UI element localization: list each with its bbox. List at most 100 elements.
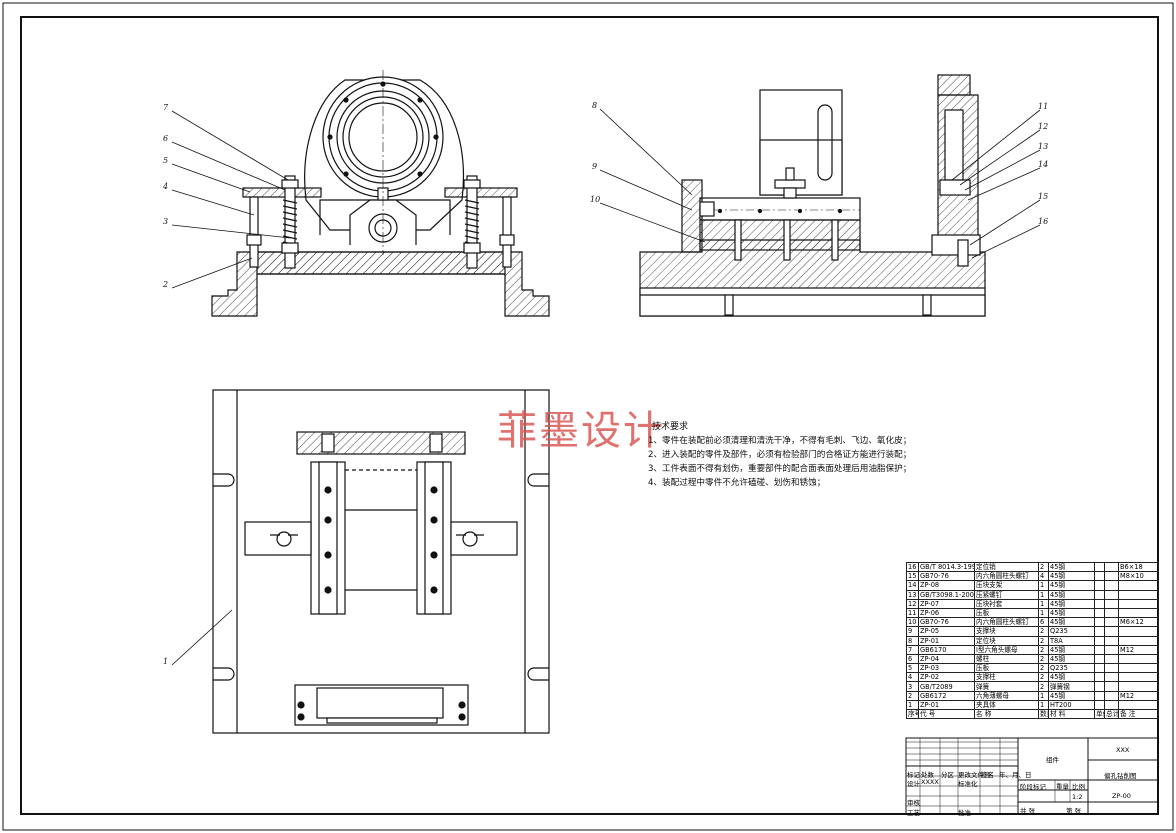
bom-cell-qty: 4	[1038, 571, 1049, 582]
bom-cell-code: ZP-01	[918, 635, 975, 646]
bom-cell-unit	[1094, 580, 1105, 591]
bom-cell-qty: 1	[1038, 607, 1049, 619]
bom-cell-unit	[1094, 663, 1105, 674]
change-doc-label: 更改文件号	[958, 771, 991, 779]
bom-cell-total	[1104, 607, 1119, 619]
callout-number: 9	[592, 162, 598, 171]
review-label: 审核	[907, 799, 920, 807]
bom-cell-no: 1	[906, 699, 919, 711]
bom-header-cell: 代 号	[918, 708, 975, 720]
bom-cell-no: 15	[906, 571, 919, 582]
bom-header-cell: 备 注	[1118, 708, 1159, 720]
front-view	[211, 70, 550, 317]
bom-cell-unit	[1094, 653, 1105, 665]
bom-cell-name: 螺柱	[974, 653, 1039, 665]
bom-cell-material: 45钢	[1048, 672, 1095, 683]
bom-cell-name: 内六角圆柱头螺钉	[974, 571, 1039, 582]
sheet-label: 第 张	[1066, 807, 1082, 815]
bom-cell-code: ZP-04	[918, 653, 975, 665]
bom-cell-total	[1104, 699, 1119, 711]
bom-cell-no: 6	[906, 653, 919, 665]
bom-cell-unit	[1094, 589, 1105, 600]
watermark: 菲墨设计	[497, 408, 665, 454]
top-view-leader	[171, 609, 233, 666]
bom-cell-unit	[1094, 644, 1105, 655]
standardization-label: 标准化	[958, 780, 978, 788]
bom-cell-note: M12	[1118, 644, 1159, 655]
bom-cell-qty: 2	[1038, 653, 1049, 665]
bom-cell-material: 45钢	[1048, 598, 1095, 609]
bom-cell-no: 11	[906, 607, 919, 619]
bom-cell-unit	[1094, 626, 1105, 637]
bom-cell-qty: 1	[1038, 699, 1049, 711]
bom-cell-total	[1104, 690, 1119, 701]
bom-cell-note: M8×10	[1118, 571, 1159, 582]
bom-cell-note	[1118, 635, 1159, 646]
bom-cell-no: 7	[906, 644, 919, 655]
bom-cell-total	[1104, 617, 1119, 628]
bom-cell-no: 8	[906, 635, 919, 646]
bom-cell-note: M12	[1118, 690, 1159, 701]
bom-cell-unit	[1094, 607, 1105, 619]
bom-cell-unit	[1094, 672, 1105, 683]
bom-header-cell: 总计	[1104, 708, 1119, 720]
bom-cell-name: 六角薄螺母	[974, 690, 1039, 701]
bom-cell-note	[1118, 580, 1159, 591]
bom-cell-code: GB/T3098.1-2000	[918, 589, 975, 600]
requirement-item: 1、零件在装配前必须清理和清洗干净，不得有毛刺、飞边、氧化皮；	[648, 436, 912, 446]
callout-number: 8	[592, 101, 598, 110]
bom-cell-unit	[1094, 699, 1105, 711]
callout-number: 12	[1038, 122, 1049, 131]
bom-cell-name: I型六角头螺母	[974, 644, 1039, 655]
drawing-number: ZP-00	[1112, 792, 1131, 800]
zone-label: 分区	[941, 771, 954, 779]
assembly-label: 组件	[1046, 756, 1059, 764]
callout-number: 10	[590, 195, 601, 204]
callout-number: 1	[163, 657, 169, 666]
bom-cell-name: 定位销	[974, 561, 1039, 573]
bom-cell-name: 定位块	[974, 635, 1039, 646]
requirement-item: 4、装配过程中零件不允许磕碰、划伤和锈蚀；	[648, 478, 826, 488]
bom-cell-name: 压紧螺钉	[974, 589, 1039, 600]
bom-cell-note	[1118, 672, 1159, 683]
callout-number: 11	[1038, 102, 1049, 111]
bom-cell-total	[1104, 644, 1119, 655]
designer-value: XXXX	[921, 778, 939, 786]
bom-cell-qty: 2	[1038, 626, 1049, 637]
bom-header-cell: 序号	[906, 708, 919, 720]
bom-cell-no: 9	[906, 626, 919, 637]
bom-cell-unit	[1094, 617, 1105, 628]
inner-border	[20, 16, 1159, 815]
callout-number: 5	[163, 156, 169, 165]
process-label: 工艺	[907, 809, 920, 817]
title-block-grid	[905, 737, 1159, 815]
bom-cell-name: 压块衬套	[974, 598, 1039, 609]
bom-cell-note	[1118, 663, 1159, 674]
signature-label: 签名	[981, 771, 994, 779]
technical-requirements-title: 技术要求	[652, 422, 689, 432]
bom-cell-total	[1104, 672, 1119, 683]
drawing-name: XXX	[1116, 746, 1130, 754]
bom-cell-code: GB70-76	[918, 617, 975, 628]
bom-cell-note	[1118, 598, 1159, 609]
callout-number: 4	[163, 182, 169, 191]
mark-label: 标记	[907, 771, 920, 779]
bom-cell-name: 弹簧	[974, 681, 1039, 692]
bom-header-cell: 名 称	[974, 708, 1039, 720]
bom-cell-qty: 2	[1038, 561, 1049, 573]
bom-cell-no: 13	[906, 589, 919, 600]
bom-header-cell: 单件	[1094, 708, 1105, 720]
bom-cell-no: 14	[906, 580, 919, 591]
top-view	[212, 389, 550, 734]
bom-cell-unit	[1094, 635, 1105, 646]
bom-cell-no: 3	[906, 681, 919, 692]
